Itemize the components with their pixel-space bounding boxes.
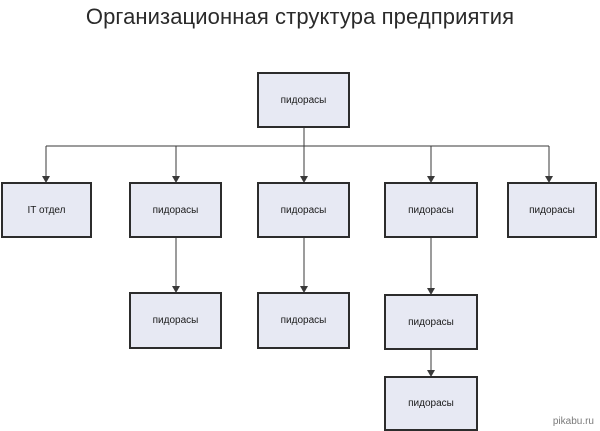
org-node-label: пидорасы	[408, 204, 454, 216]
org-node-l3-1: пидорасы	[384, 376, 478, 431]
arrowhead-col3-l2	[300, 286, 308, 293]
watermark: pikabu.ru	[552, 416, 594, 427]
org-node-label: IT отдел	[27, 204, 66, 216]
page-title: Организационная структура предприятия	[85, 4, 515, 29]
arrowhead-col4-l2	[427, 288, 435, 295]
org-node-label: пидорасы	[152, 315, 199, 326]
org-node-l2-1: пидорасы	[129, 292, 222, 349]
org-node-l2-3: пидорасы	[384, 294, 478, 350]
arrowhead-col4	[427, 176, 435, 183]
org-node-l2-2: пидорасы	[257, 292, 350, 349]
org-node-label: пидорасы	[408, 316, 454, 328]
org-node-l1-2: пидорасы	[129, 182, 222, 238]
arrowhead-col5	[545, 176, 553, 183]
arrowhead-col4-l3	[427, 370, 435, 377]
arrowhead-col2-l2	[172, 286, 180, 293]
arrowhead-col3	[300, 176, 308, 183]
org-node-l1-4: пидорасы	[384, 182, 478, 238]
org-node-it-department: IT отдел	[1, 182, 92, 238]
org-node-l1-3: пидорасы	[257, 182, 350, 238]
org-node-label: пидорасы	[152, 204, 199, 216]
org-node-root: пидорасы	[257, 72, 350, 128]
org-node-label: пидорасы	[529, 204, 575, 216]
org-node-l1-5: пидорасы	[507, 182, 597, 238]
arrowhead-it	[42, 176, 50, 183]
org-node-label: пидорасы	[280, 315, 327, 326]
org-node-label: пидорасы	[408, 398, 454, 409]
org-node-label: пидорасы	[280, 204, 327, 216]
arrowhead-col2	[172, 176, 180, 183]
org-node-label: пидорасы	[280, 94, 327, 106]
